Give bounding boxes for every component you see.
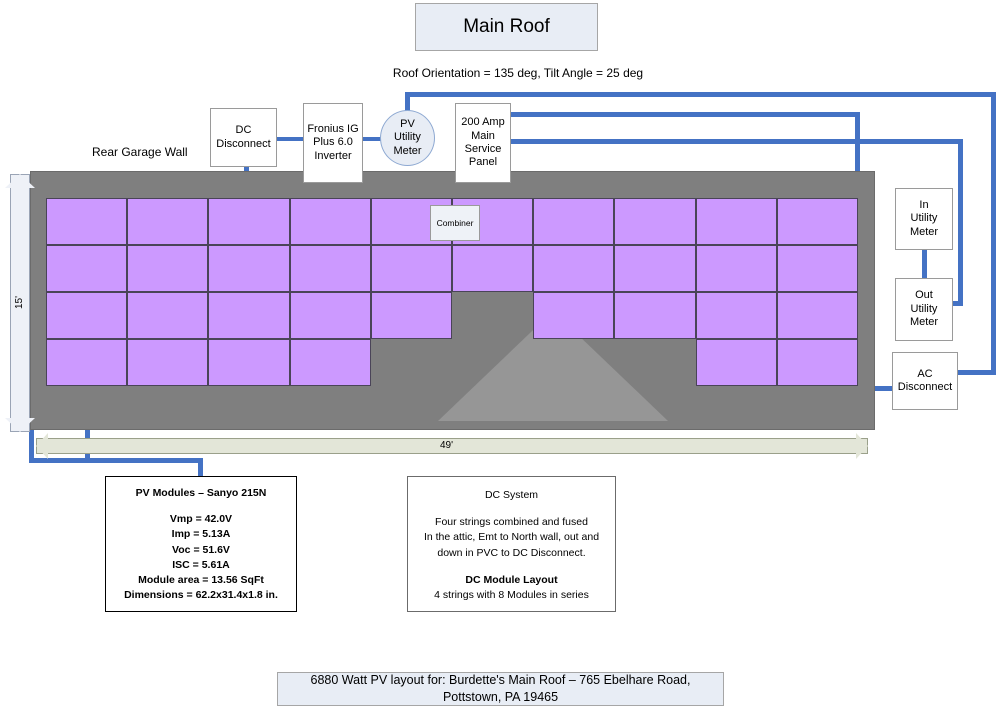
pv-panel <box>208 292 290 339</box>
dc-system-box: DC System Four strings combined and fuse… <box>407 476 616 612</box>
dimension-width-head-right <box>856 433 868 459</box>
roof-orientation-note: Roof Orientation = 135 deg, Tilt Angle =… <box>392 66 644 80</box>
pv-panel <box>776 339 858 386</box>
wire-inverter-to-pvmeter <box>362 137 384 141</box>
pv-panel <box>776 198 858 245</box>
wire-top-bus <box>405 92 996 97</box>
pv-panel <box>289 339 371 386</box>
wire-panel-upper-right <box>510 112 860 117</box>
pv-panel <box>452 245 534 292</box>
pv-panel <box>46 292 128 339</box>
pv-panel <box>695 292 777 339</box>
pv-array-grid <box>46 198 858 386</box>
footer-title-block: 6880 Watt PV layout for: Burdette's Main… <box>277 672 724 706</box>
pv-module-spec-0: Vmp = 42.0V <box>169 513 233 526</box>
pv-panel <box>208 245 290 292</box>
pv-panel <box>289 245 371 292</box>
pv-panel <box>614 245 696 292</box>
wire-pvmeter-up <box>405 92 410 114</box>
rear-garage-wall-label: Rear Garage Wall <box>92 145 188 159</box>
pv-module-spec-4: Module area = 13.56 SqFt <box>138 574 264 587</box>
pv-module-spec-1: Imp = 5.13A <box>171 528 231 541</box>
wire-to-pvmodules-horizontal <box>29 458 201 463</box>
pv-modules-spec-list: Vmp = 42.0V Imp = 5.13A Voc = 51.6V ISC = 5… <box>106 512 296 603</box>
pv-panel <box>695 198 777 245</box>
pv-panel <box>614 198 696 245</box>
pv-panel <box>289 198 371 245</box>
dc-module-layout-detail: 4 strings with 8 Modules in series <box>434 589 589 602</box>
footer-line-1: 6880 Watt PV layout for: Burdette's Main… <box>310 673 691 688</box>
dimension-width-label: 49' <box>440 440 454 451</box>
pv-panel <box>127 245 209 292</box>
wire-far-right-to-acdisc <box>956 370 996 375</box>
pv-panel <box>208 339 290 386</box>
pv-modules-title: PV Modules – Sanyo 215N <box>135 487 267 499</box>
page-title-text: Main Roof <box>463 16 550 37</box>
pv-module-spec-5: Dimensions = 62.2x31.4x1.8 in. <box>124 589 278 602</box>
pv-panel <box>370 292 452 339</box>
pv-panel <box>127 198 209 245</box>
wire-dcdisc-to-inverter <box>277 137 307 141</box>
dc-module-layout-title: DC Module Layout <box>465 573 558 586</box>
pv-panel <box>370 245 452 292</box>
wire-to-pvmodules-down <box>29 405 34 463</box>
pv-panel <box>533 198 615 245</box>
pv-panel <box>289 292 371 339</box>
footer-line-2: Pottstown, PA 19465 <box>442 690 559 704</box>
pv-panel <box>776 292 858 339</box>
combiner-box[interactable]: Combiner <box>430 205 480 241</box>
pv-panel <box>776 245 858 292</box>
pv-panel <box>533 292 615 339</box>
dimension-width-head-left <box>36 433 48 459</box>
pv-panel <box>695 339 777 386</box>
pv-panel <box>208 198 290 245</box>
pv-panel <box>46 339 128 386</box>
combiner-label: Combiner <box>436 217 474 228</box>
pv-panel <box>127 339 209 386</box>
pv-panel <box>533 245 615 292</box>
wire-panel-lower-right <box>510 139 963 144</box>
pv-modules-spec-box: PV Modules – Sanyo 215N Vmp = 42.0V Imp =… <box>105 476 297 612</box>
dc-system-title: DC System <box>484 489 539 501</box>
wire-lower-right-to-outmeter <box>952 301 963 306</box>
wire-inmeter-to-outmeter <box>922 248 927 282</box>
wire-pvmodules-riser <box>198 458 203 476</box>
dimension-height-head-bottom <box>5 418 35 432</box>
wire-far-right-down <box>991 92 996 374</box>
wire-upper-right-to-acdisc <box>855 386 897 391</box>
pv-panel <box>127 292 209 339</box>
wire-lower-right-down <box>958 139 963 306</box>
pv-panel <box>46 198 128 245</box>
page-title: Main Roof <box>415 3 598 51</box>
pv-module-spec-2: Voc = 51.6V <box>172 543 230 556</box>
dimension-height-label: 15' <box>14 295 26 310</box>
pv-module-spec-3: ISC = 5.61A <box>172 558 230 571</box>
dimension-height-head-top <box>5 174 35 188</box>
pv-panel <box>695 245 777 292</box>
pv-panel <box>46 245 128 292</box>
pv-panel <box>614 292 696 339</box>
